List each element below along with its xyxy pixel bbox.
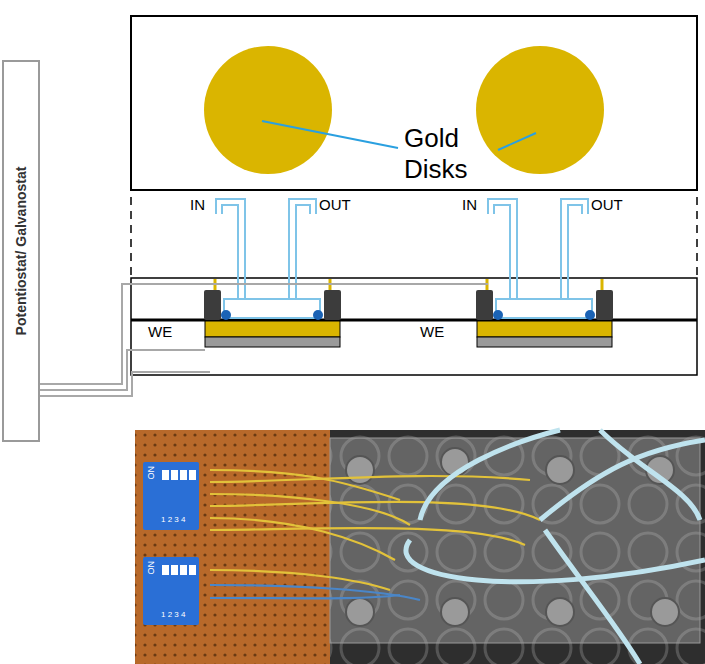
switch-text: ON xyxy=(146,561,156,575)
port-label: IN xyxy=(462,196,477,213)
instrument-box: Potentiostat/ Galvanostat xyxy=(2,60,40,442)
potentiostat-wire xyxy=(40,284,488,396)
node-text: Potentiostat/ Galvanostat xyxy=(13,167,29,336)
cell-frame xyxy=(131,278,697,375)
switch-text: 1 2 3 4 xyxy=(161,515,185,524)
switch-text: ON xyxy=(146,466,156,480)
disk-panel: Gold Disks xyxy=(130,15,698,191)
dashed-side xyxy=(696,197,698,278)
gold-disk xyxy=(476,46,604,174)
port-label: OUT xyxy=(319,196,351,213)
switch-text: 1 2 3 4 xyxy=(161,610,185,619)
electrode-label: WE xyxy=(148,323,172,340)
flow-cell xyxy=(204,199,341,347)
leader-line xyxy=(498,133,536,150)
flow-cell xyxy=(476,199,613,347)
node-text: Gold Disks xyxy=(404,123,504,185)
setup-photo xyxy=(135,430,705,664)
electrode-label: WE xyxy=(420,323,444,340)
dashed-side xyxy=(130,197,132,278)
gold-disk xyxy=(204,46,332,174)
port-label: OUT xyxy=(591,196,623,213)
port-label: IN xyxy=(190,196,205,213)
leader-line xyxy=(262,121,398,148)
